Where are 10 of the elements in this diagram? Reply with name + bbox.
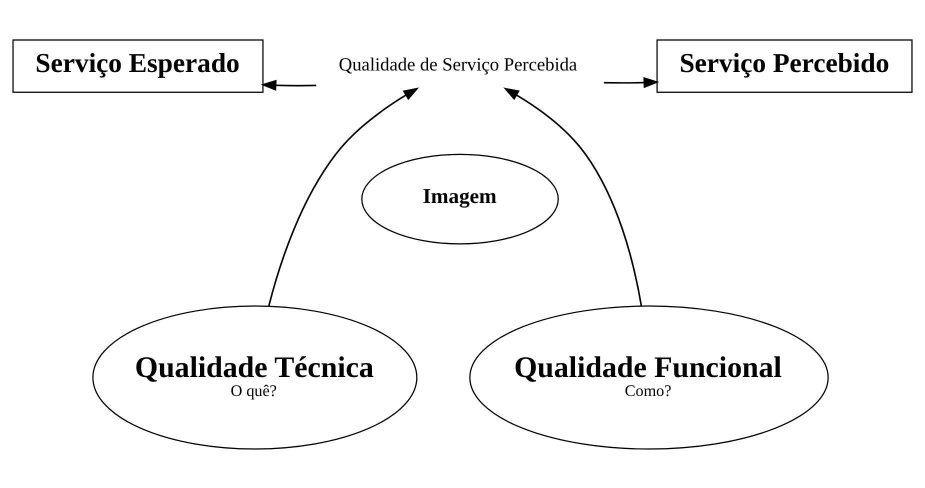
node-text: Qualidade de Serviço Percebida — [338, 54, 578, 75]
arrow — [604, 76, 660, 88]
node-ellipse: Qualidade Funcional Como? — [469, 304, 829, 450]
arrow — [503, 87, 642, 306]
arrow — [260, 79, 316, 90]
node-box: Serviço Percebido — [656, 38, 913, 92]
node-ellipse: Imagem — [361, 153, 559, 244]
node-ellipse: Qualidade Técnica O quê? — [92, 304, 418, 450]
arrow — [268, 86, 419, 306]
node-box: Serviço Esperado — [12, 38, 264, 92]
